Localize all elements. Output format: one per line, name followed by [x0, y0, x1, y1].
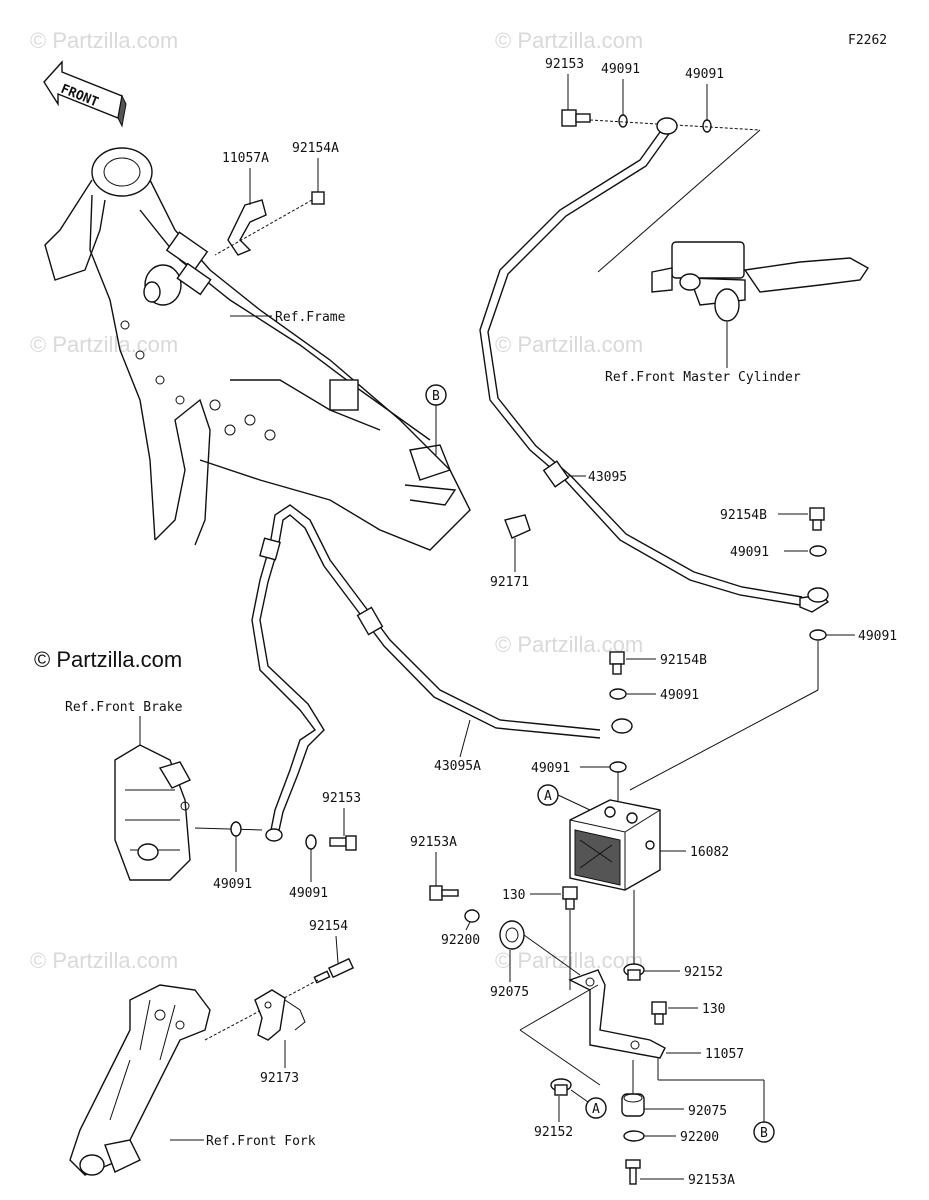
watermark: © Partzilla.com [30, 28, 178, 53]
bolt-130-b [651, 1001, 667, 1025]
part-92173-label: 92173 [260, 1071, 299, 1086]
part-92153-label: 92153 [322, 791, 361, 806]
grommet-92075 [499, 920, 525, 950]
bolt-92154B [809, 507, 825, 531]
banjo-bolt-92153 [329, 835, 357, 851]
watermark: © Partzilla.com [30, 332, 178, 357]
part-92154-label: 92154 [309, 919, 348, 934]
part-49091-label: 49091 [289, 886, 328, 901]
master-cylinder-drawing [651, 241, 870, 322]
bolt-92154A [214, 191, 325, 256]
clip-92171 [504, 514, 531, 539]
part-130-label: 130 [702, 1002, 725, 1017]
part-92153A-label: 92153A [688, 1173, 735, 1188]
bolt-92154 [313, 957, 355, 984]
part-92154B-label: 92154B [660, 653, 707, 668]
part-92153-label: 92153 [545, 57, 584, 72]
ref-front-fork-label: Ref.Front Fork [206, 1134, 316, 1149]
part-49091-label: 49091 [858, 629, 897, 644]
part-92200-label: 92200 [441, 933, 480, 948]
bracket-11057A [227, 199, 267, 256]
part-49091-label: 49091 [730, 545, 769, 560]
part-43095A-label: 43095A [434, 759, 481, 774]
collar-92152-b [550, 1078, 572, 1096]
part-49091-label: 49091 [601, 62, 640, 77]
watermark: © Partzilla.com [30, 948, 178, 973]
part-130-label: 130 [502, 888, 525, 903]
part-92171-label: 92171 [490, 575, 529, 590]
callout-a [585, 1097, 607, 1119]
part-16082-label: 16082 [690, 845, 729, 860]
washer-49091 [809, 629, 827, 641]
grommet-92075-b [621, 1093, 645, 1117]
brake-hose-43095A [251, 504, 633, 842]
part-92200-label: 92200 [680, 1130, 719, 1145]
bracket-11057 [568, 969, 666, 1059]
washer-49091 [230, 821, 242, 837]
bolt-92153A [429, 885, 459, 901]
front-arrow-icon: FRONT [43, 60, 127, 128]
callout-b [753, 1121, 775, 1143]
part-92154A-label: 92154A [292, 141, 339, 156]
part-92152-label: 92152 [684, 965, 723, 980]
washer-49091 [305, 834, 317, 850]
callout-b-label: B [760, 1126, 768, 1141]
bracket-92173 [254, 989, 306, 1041]
ref-master-cylinder-label: Ref.Front Master Cylinder [605, 370, 801, 385]
ref-frame-label: Ref.Frame [275, 310, 346, 325]
part-11057-label: 11057 [705, 1047, 744, 1062]
bolt-92153A-b [625, 1159, 641, 1185]
watermark: © Partzilla.com [495, 948, 643, 973]
collar-92152 [623, 963, 645, 981]
part-92075-label: 92075 [490, 985, 529, 1000]
washer-49091 [618, 114, 628, 128]
callout-a-label: A [592, 1102, 600, 1117]
watermark: © Partzilla.com [495, 332, 643, 357]
part-92153A-label: 92153A [410, 835, 457, 850]
washer-92200 [623, 1130, 645, 1142]
part-43095-label: 43095 [588, 470, 627, 485]
bolt-130 [562, 886, 578, 910]
abs-unit-16082 [569, 799, 661, 891]
part-49091-label: 49091 [660, 688, 699, 703]
part-11057A-label: 11057A [222, 151, 269, 166]
front-fork-drawing [69, 984, 211, 1176]
part-49091-label: 49091 [531, 761, 570, 776]
part-49091-label: 49091 [213, 877, 252, 892]
part-92075-label: 92075 [688, 1104, 727, 1119]
callout-b-label: B [432, 389, 440, 404]
brand-label: © Partzilla.com [34, 647, 182, 672]
frame-drawing [44, 147, 471, 551]
watermarks: © Partzilla.com © Partzilla.com © Partzi… [30, 28, 643, 973]
washer-49091 [609, 688, 627, 700]
front-brake-caliper-drawing [114, 744, 191, 881]
washer-92200 [464, 909, 480, 923]
part-92152-label: 92152 [534, 1125, 573, 1140]
ref-front-brake-label: Ref.Front Brake [65, 700, 183, 715]
watermark: © Partzilla.com [495, 28, 643, 53]
part-49091-label: 49091 [685, 67, 724, 82]
brake-hose-43095 [479, 117, 830, 613]
part-92154B-label: 92154B [720, 508, 767, 523]
washer-49091 [609, 761, 627, 773]
banjo-bolt-92153-top [561, 109, 591, 127]
callout-a-label: A [544, 789, 552, 804]
washer-49091 [702, 119, 712, 133]
washer-49091 [809, 545, 827, 557]
bolt-92154B-mid [609, 651, 625, 675]
diagram-code: F2262 [848, 33, 887, 48]
